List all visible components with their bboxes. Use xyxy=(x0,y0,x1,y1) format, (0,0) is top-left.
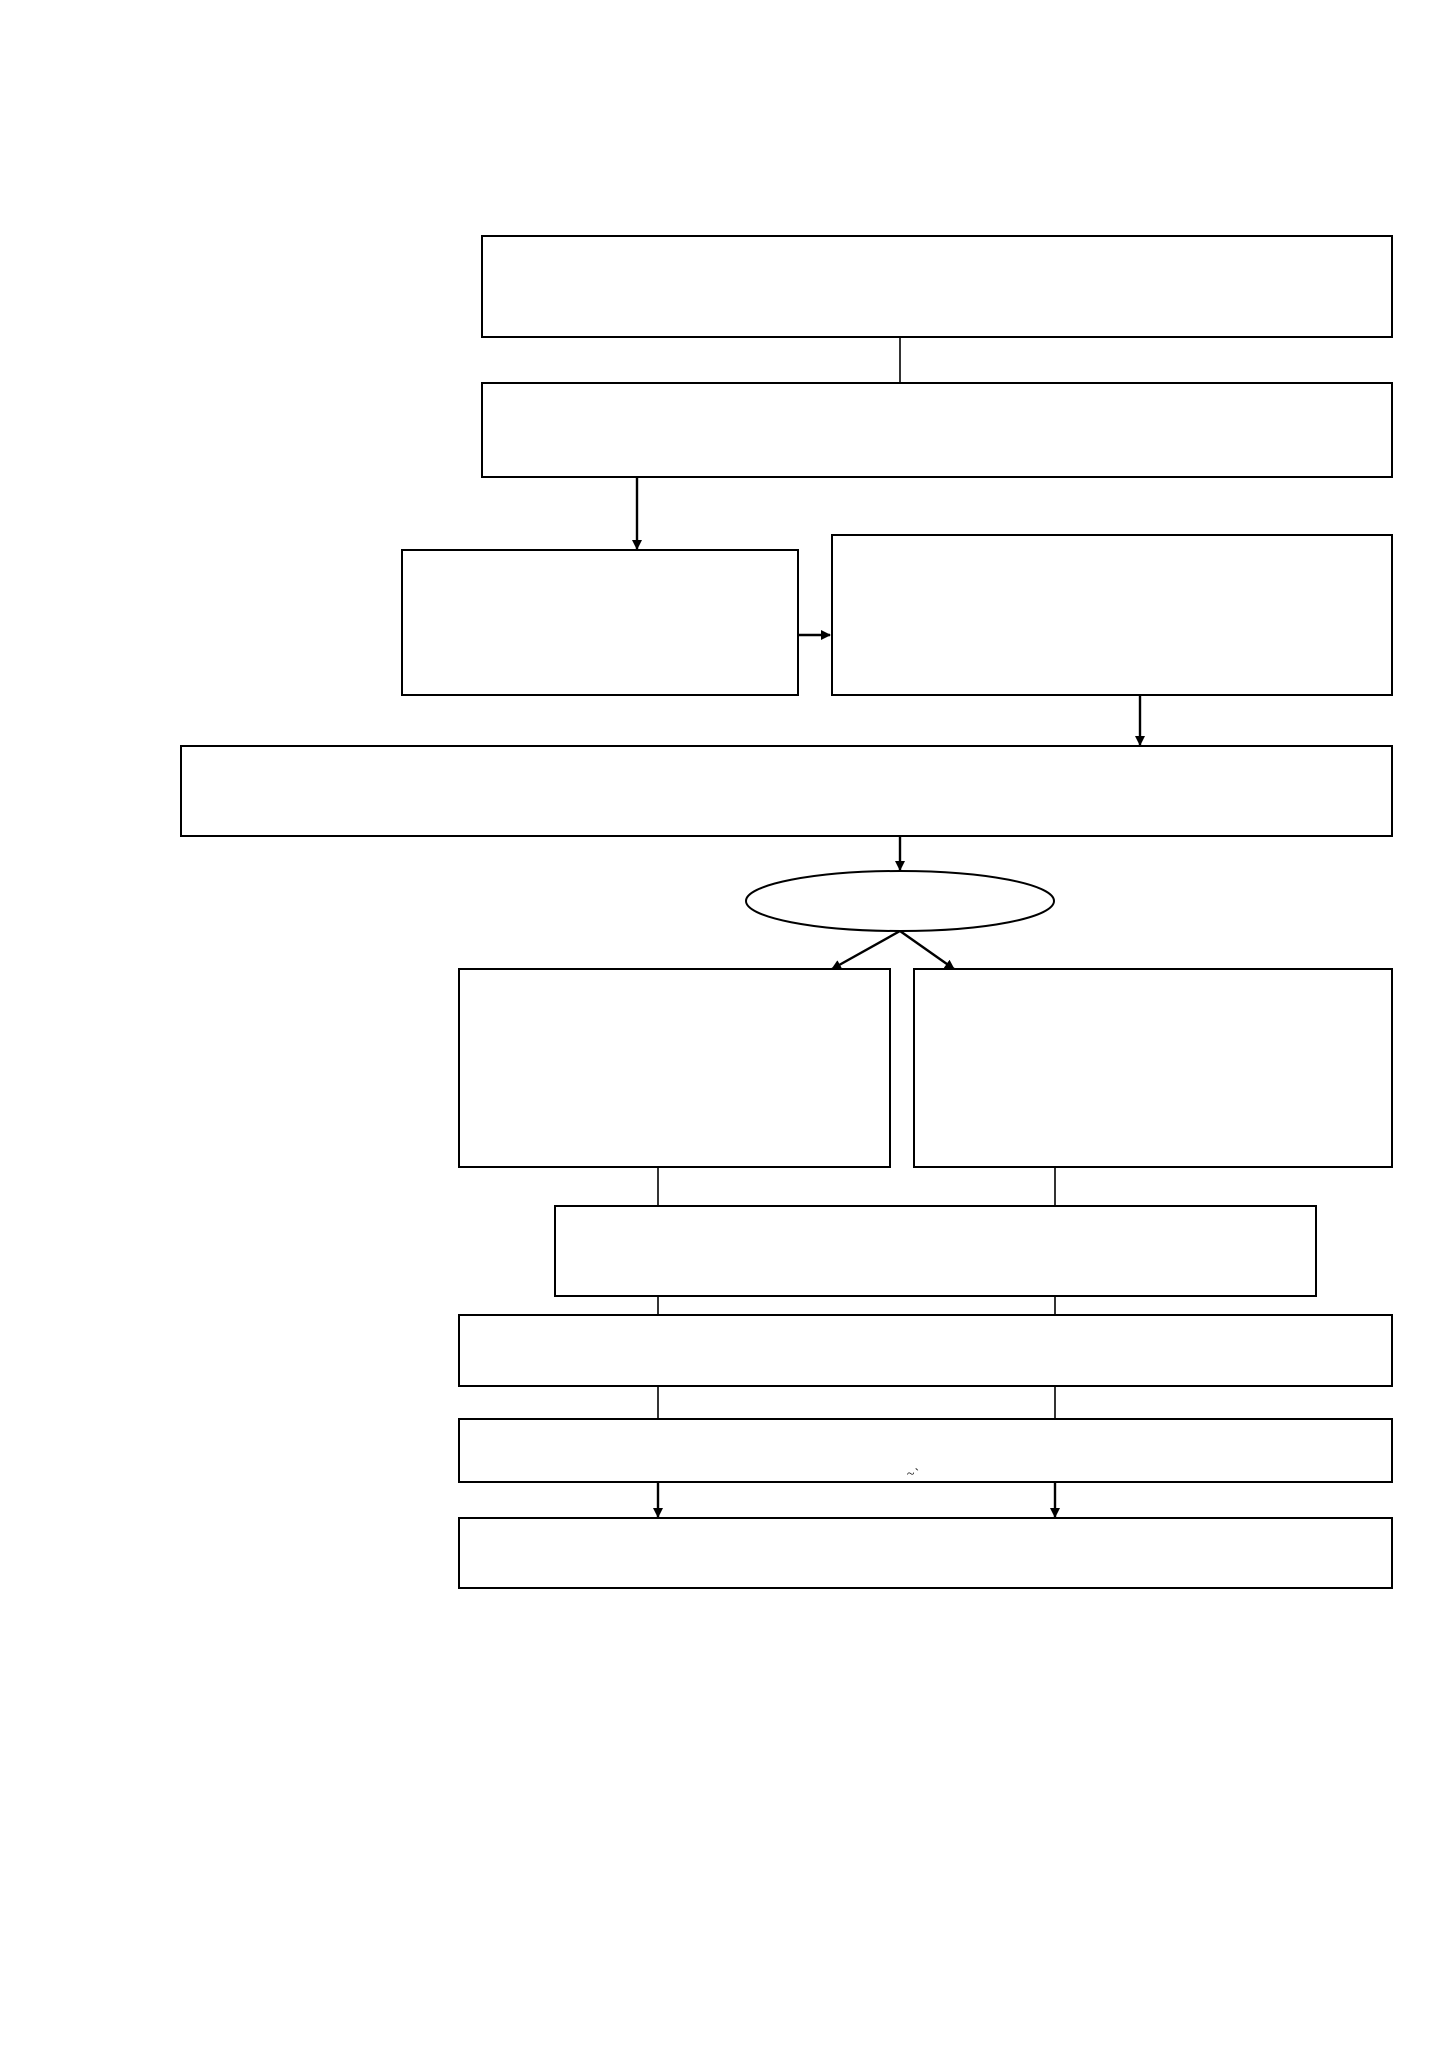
process-box-6 xyxy=(554,1205,1317,1297)
decision-ellipse xyxy=(745,870,1055,932)
process-box-3b xyxy=(831,534,1393,696)
process-box-4 xyxy=(180,745,1393,837)
process-box-1 xyxy=(481,235,1393,338)
process-box-2 xyxy=(481,382,1393,478)
nodes xyxy=(180,235,1393,1589)
process-box-3a xyxy=(401,549,799,696)
arrow-decision-box5b xyxy=(899,930,955,970)
box-8-label: ~` xyxy=(907,1467,919,1482)
arrow-decision-box5a xyxy=(831,929,901,971)
process-box-5a xyxy=(458,968,891,1168)
process-box-9 xyxy=(458,1517,1393,1589)
process-box-7 xyxy=(458,1314,1393,1387)
process-box-5b xyxy=(913,968,1393,1168)
connectors xyxy=(632,337,1145,1518)
process-box-8 xyxy=(458,1418,1393,1483)
